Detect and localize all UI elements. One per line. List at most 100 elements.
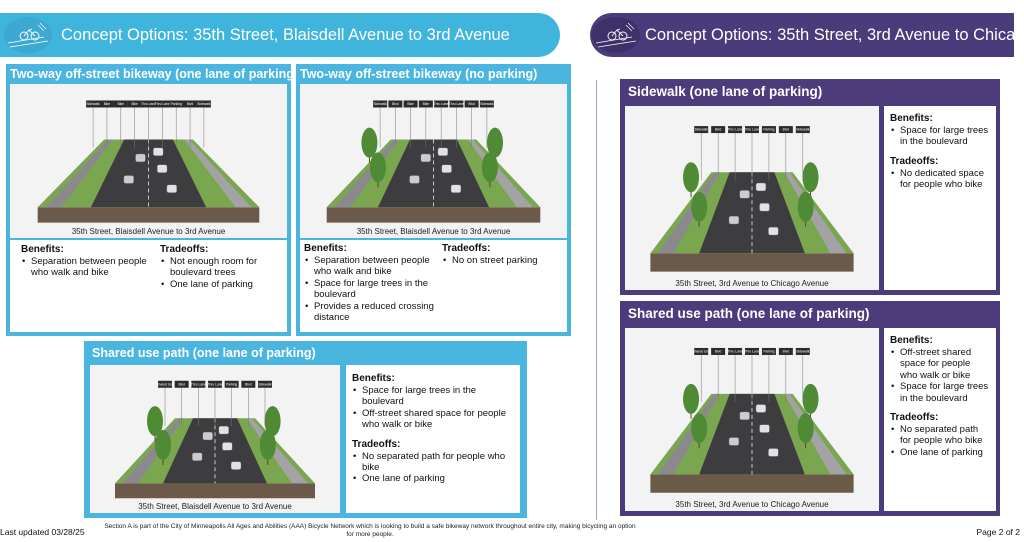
benefits-tradeoffs: Benefits: Space for large trees in the b… bbox=[884, 106, 996, 290]
sign-board bbox=[113, 100, 128, 108]
sidewalk bbox=[784, 172, 847, 254]
sign-label: Sidewalk bbox=[796, 350, 810, 354]
image-caption: 35th Street, 3rd Avenue to Chicago Avenu… bbox=[675, 279, 829, 288]
sign-board bbox=[479, 100, 494, 108]
sign-board bbox=[191, 380, 206, 388]
sign-label: Parking bbox=[763, 128, 774, 132]
car bbox=[218, 425, 229, 435]
benefits-list: Separation between people who walk and b… bbox=[304, 255, 439, 323]
panel-title: Shared use path (one lane of parking) bbox=[92, 346, 316, 360]
car bbox=[202, 431, 213, 441]
soil-layer bbox=[37, 207, 260, 223]
sign-board bbox=[388, 100, 403, 108]
sign-board bbox=[86, 100, 101, 108]
sign-label: Blvd bbox=[392, 102, 399, 106]
benefits-heading: Benefits: bbox=[304, 243, 347, 254]
tradeoffs-heading: Tradeoffs: bbox=[890, 155, 939, 167]
soil-layer bbox=[650, 253, 854, 272]
sign-label: Sidewalk bbox=[258, 382, 272, 386]
benefits-tradeoffs: Benefits: Off-street shared space for pe… bbox=[884, 328, 996, 511]
sign-board bbox=[694, 126, 709, 134]
benefits-list: Space for large trees in the boulevard O… bbox=[352, 385, 514, 431]
sign-label: Thru Lane bbox=[207, 382, 222, 386]
sign-label: Thru Lane bbox=[744, 128, 759, 132]
benefits-heading: Benefits: bbox=[890, 335, 933, 346]
soil-layer bbox=[115, 483, 315, 499]
benefit-item: Off-street shared space for people who w… bbox=[353, 408, 514, 431]
sign-board bbox=[694, 347, 709, 355]
benefit-item: Separation between people who walk and b… bbox=[305, 255, 439, 278]
benefits-list: Off-street shared space for people who w… bbox=[890, 347, 990, 404]
roadway bbox=[90, 139, 207, 208]
sidewalk bbox=[184, 139, 252, 208]
sign-board bbox=[761, 347, 776, 355]
tree bbox=[259, 429, 276, 460]
car bbox=[759, 424, 770, 433]
soil-layer bbox=[326, 207, 541, 223]
car bbox=[153, 147, 164, 156]
benefits-list: Space for large trees in the boulevard bbox=[890, 125, 990, 148]
panel-title: Two-way off-street bikeway (one lane of … bbox=[10, 67, 299, 81]
tree bbox=[155, 429, 171, 460]
panel-shared-use-path-chicago: Shared use path (one lane of parking) Sh… bbox=[620, 301, 1000, 516]
sign-label: Shared Use bbox=[156, 382, 174, 386]
sign-label: Thru Lane bbox=[449, 102, 464, 106]
car bbox=[192, 452, 203, 461]
sign-board bbox=[778, 126, 793, 134]
sign-board bbox=[208, 380, 222, 388]
sign-label: Thru Lane bbox=[744, 350, 759, 354]
tradeoff-item: No separated path for people who bike bbox=[891, 424, 990, 447]
sign-board bbox=[169, 100, 184, 108]
sign-label: Sidewalk bbox=[695, 128, 709, 132]
tree bbox=[683, 383, 700, 414]
tradeoff-item: One lane of parking bbox=[161, 279, 284, 291]
tree bbox=[797, 413, 814, 444]
sign-label: Thru Lane bbox=[434, 102, 449, 106]
sign-label: Blvd bbox=[783, 128, 790, 132]
car bbox=[728, 437, 740, 446]
banner-right: Concept Options: 35th Street, 3rd Avenue… bbox=[590, 13, 1024, 57]
sign-label: Parking bbox=[226, 382, 237, 386]
tree bbox=[802, 383, 819, 414]
sign-label: Bike bbox=[104, 102, 111, 106]
benefits-list: Separation between people who walk and b… bbox=[21, 256, 151, 279]
car bbox=[123, 175, 134, 184]
tradeoffs-heading: Tradeoffs: bbox=[160, 244, 209, 255]
banner-left: Concept Options: 35th Street, Blaisdell … bbox=[0, 13, 560, 57]
footer-note: Section A is part of the City of Minneap… bbox=[104, 523, 636, 538]
soil-layer bbox=[650, 474, 854, 493]
panel-two-way-bikeway-no-parking: Two-way off-street bikeway (no parking) … bbox=[296, 64, 571, 336]
sign-label: Thru Lane bbox=[155, 102, 170, 106]
sign-label: Blvd bbox=[715, 350, 722, 354]
sign-board bbox=[196, 100, 211, 108]
last-updated: Last updated 03/28/25 bbox=[0, 527, 85, 537]
car bbox=[755, 182, 767, 192]
sign-board bbox=[224, 380, 239, 388]
sign-label: Bike bbox=[423, 102, 430, 106]
sign-label: Blvd bbox=[187, 102, 194, 106]
tradeoffs-list: No on street parking bbox=[442, 255, 562, 267]
column-divider bbox=[596, 80, 597, 520]
sign-board bbox=[174, 380, 189, 388]
sign-label: Sidewalk bbox=[796, 128, 810, 132]
tree bbox=[369, 152, 386, 183]
tree bbox=[481, 152, 498, 183]
car bbox=[222, 442, 233, 451]
sign-board bbox=[464, 100, 479, 108]
sign-label: Sidewalk bbox=[197, 102, 211, 106]
benefit-item: Space for large trees in the boulevard bbox=[353, 385, 514, 408]
sign-board bbox=[241, 380, 256, 388]
image-caption: 35th Street, Blaisdell Avenue to 3rd Ave… bbox=[71, 227, 226, 236]
sign-label: Blvd bbox=[178, 382, 185, 386]
sign-board bbox=[711, 126, 726, 134]
tree bbox=[487, 127, 504, 158]
tradeoff-item: One lane of parking bbox=[353, 473, 514, 485]
sign-label: Sidewalk bbox=[373, 102, 387, 106]
side-path bbox=[45, 139, 113, 208]
car bbox=[437, 147, 449, 156]
tree bbox=[147, 406, 163, 437]
panel-shared-use-path: Shared use path (one lane of parking) Sh… bbox=[84, 341, 527, 518]
tradeoff-item: No dedicated space for people who bike bbox=[891, 168, 990, 191]
benefit-item: Separation between people who walk and b… bbox=[22, 256, 151, 279]
